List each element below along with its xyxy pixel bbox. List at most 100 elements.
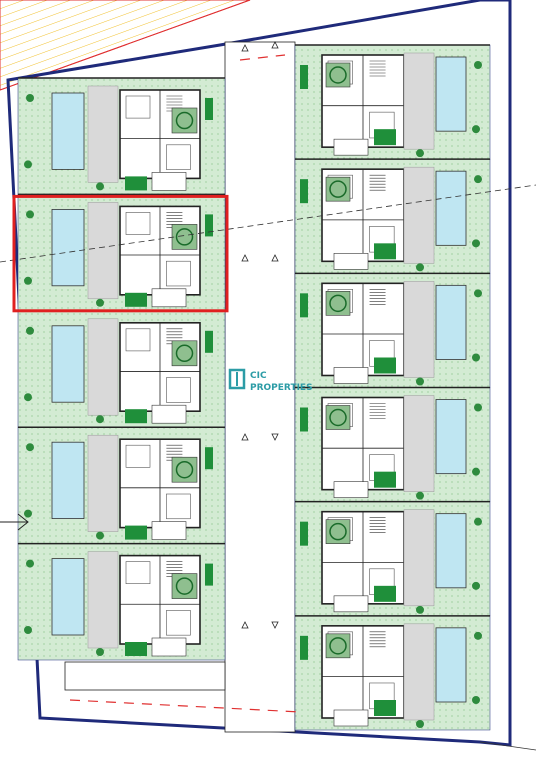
hedge	[205, 563, 213, 586]
setback-line-top	[239, 54, 286, 61]
terrace-paving	[403, 52, 435, 150]
shrub-icon	[96, 182, 104, 191]
tree-icon	[175, 111, 194, 130]
terrace-paving	[403, 281, 435, 378]
shrub-icon	[26, 559, 34, 568]
terrace-paving	[403, 395, 435, 492]
terrace-paving	[87, 551, 119, 649]
pool	[435, 56, 467, 132]
pool	[51, 325, 85, 403]
tree-icon	[329, 294, 347, 313]
hedge	[300, 293, 308, 318]
road-arrow-icon	[241, 621, 249, 629]
shrub-icon	[96, 298, 104, 307]
car-space	[151, 404, 187, 424]
hedge	[300, 179, 308, 204]
tree-icon	[329, 66, 347, 84]
tree-icon	[175, 577, 194, 595]
hedge	[300, 635, 308, 660]
shrub-icon	[472, 353, 480, 362]
hedge	[205, 98, 213, 120]
left-unit-row	[17, 77, 226, 661]
bottom-parking	[64, 661, 226, 691]
car-space	[333, 253, 369, 270]
tree-icon	[329, 637, 347, 655]
shrub-icon	[474, 289, 482, 298]
pool	[435, 513, 467, 589]
pool	[435, 399, 467, 475]
shrub-icon	[474, 403, 482, 412]
road-arrow-icon	[241, 44, 249, 52]
hedge	[125, 525, 147, 540]
watermark-line2: PROPERTIES	[250, 383, 313, 393]
shrub-icon	[416, 605, 424, 614]
terrace-paving	[403, 623, 435, 721]
pool	[51, 208, 85, 287]
shrub-icon	[24, 393, 32, 402]
furniture	[166, 610, 191, 636]
pool	[51, 92, 85, 170]
car-space	[333, 367, 369, 384]
road-arrow-icon	[271, 254, 279, 262]
shrub-icon	[416, 720, 424, 728]
shrub-icon	[24, 160, 32, 169]
tree-icon	[175, 460, 194, 479]
shrub-icon	[474, 631, 482, 640]
hedge	[374, 700, 396, 716]
furniture	[166, 493, 191, 520]
shrub-icon	[26, 94, 34, 102]
shrub-icon	[472, 696, 480, 704]
terrace-paving	[87, 318, 119, 416]
shrub-icon	[472, 239, 480, 248]
shrub-icon	[474, 61, 482, 69]
car-space	[151, 288, 187, 308]
shrub-icon	[24, 276, 32, 285]
car-space	[333, 595, 369, 613]
watermark-logo: CIC PROPERTIES	[228, 368, 313, 393]
terrace-paving	[87, 434, 119, 532]
terrace-paving	[87, 202, 119, 300]
furniture	[125, 212, 151, 235]
reference-line-bottom	[479, 741, 536, 751]
tree-icon	[329, 522, 347, 541]
terrace-paving	[87, 85, 119, 183]
pool	[51, 558, 85, 636]
pool	[51, 441, 85, 520]
car-space	[151, 172, 187, 191]
furniture	[125, 328, 151, 352]
hedge	[205, 214, 213, 237]
shrub-icon	[24, 626, 32, 634]
reference-dashed-line	[0, 184, 536, 263]
shrub-icon	[24, 509, 32, 518]
hedge	[374, 243, 396, 260]
shrub-icon	[26, 326, 34, 335]
car-space	[151, 521, 187, 540]
highlighted-unit-outline	[12, 194, 229, 313]
shrub-icon	[472, 581, 480, 590]
hedge	[125, 176, 147, 191]
pool	[435, 170, 467, 246]
hedge	[300, 521, 308, 546]
hedge	[300, 65, 308, 89]
watermark-icon	[228, 368, 246, 390]
hedge	[205, 330, 213, 353]
furniture	[166, 144, 191, 170]
tree-icon	[175, 228, 194, 246]
hedge	[374, 471, 396, 488]
shrub-icon	[26, 443, 34, 452]
road-arrows	[241, 41, 279, 629]
furniture	[125, 561, 151, 584]
road-arrow-icon	[241, 254, 249, 262]
car-space	[333, 709, 369, 727]
tree-icon	[175, 344, 194, 363]
car-space	[333, 138, 369, 156]
shrub-icon	[416, 263, 424, 272]
right-unit-row	[294, 44, 491, 731]
hedge	[205, 447, 213, 470]
road-arrow-icon	[271, 41, 279, 49]
furniture	[166, 260, 191, 287]
shrub-icon	[474, 517, 482, 526]
hedge	[125, 409, 147, 424]
shrub-icon	[96, 415, 104, 424]
